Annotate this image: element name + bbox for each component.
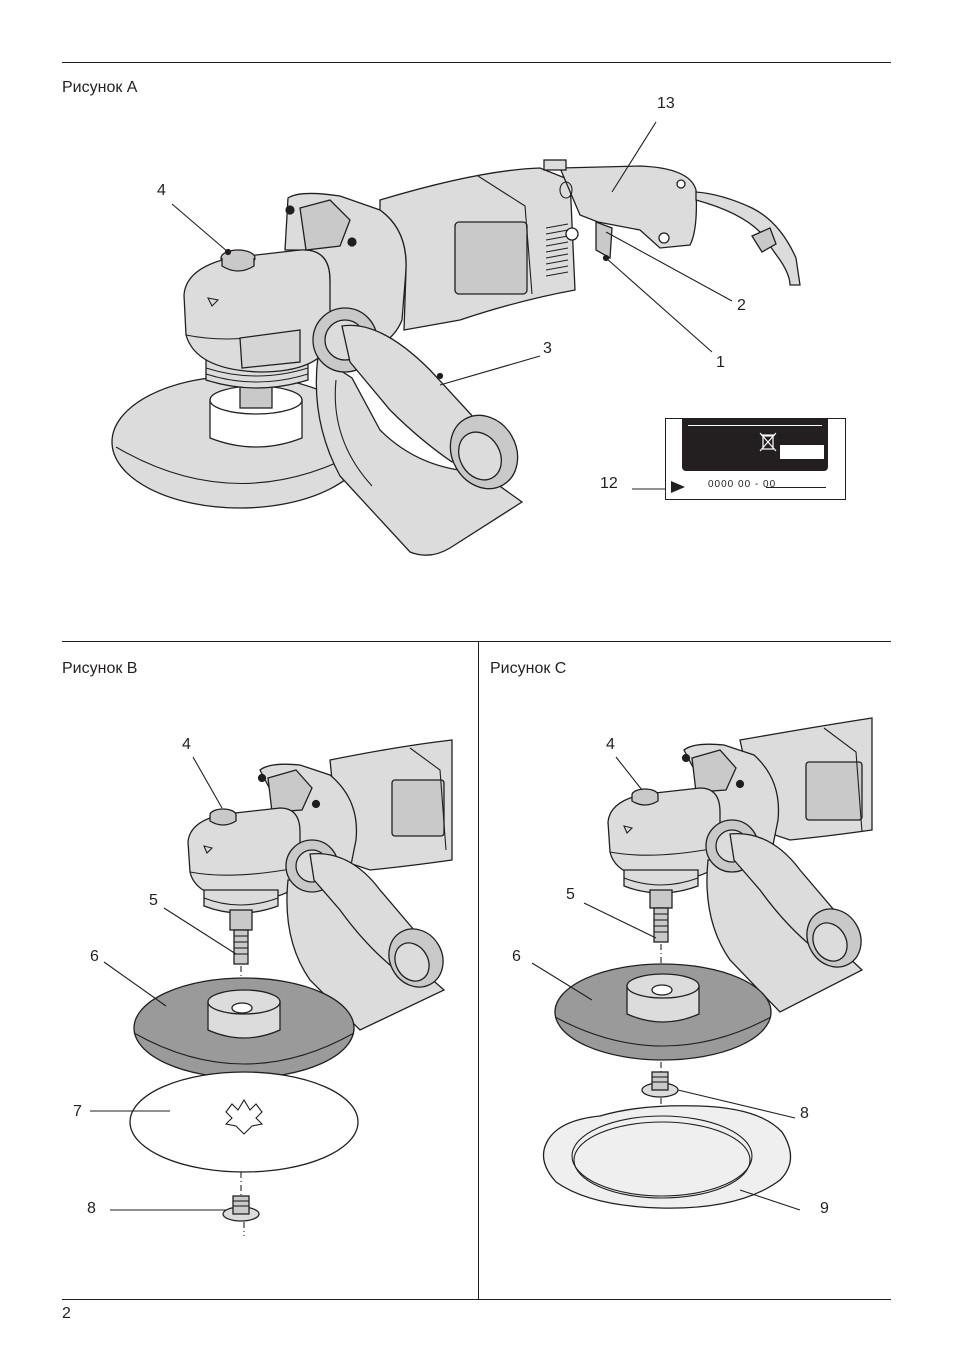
arrow-pointer-icon [671,481,685,493]
figure-a-illustration [111,121,801,556]
callout-b6: 6 [90,948,99,965]
crossed-out-wheelie-bin-icon [759,432,777,452]
bottom-rule [62,1299,891,1300]
callout-c8: 8 [800,1105,809,1122]
callout-2: 2 [737,297,746,314]
callout-b8: 8 [87,1200,96,1217]
rating-plate-inset: 0000 00 - 00 [665,418,846,500]
callout-b5: 5 [149,892,158,909]
callout-4: 4 [157,182,166,199]
callout-c9: 9 [820,1200,829,1217]
figure-c-title: Рисунок C [490,660,567,677]
callout-c5: 5 [566,886,575,903]
vertical-divider [478,641,479,1299]
callout-1: 1 [716,354,725,371]
page-number: 2 [62,1305,71,1322]
callout-c6: 6 [512,948,521,965]
figure-b-title: Рисунок B [62,660,138,677]
callout-13: 13 [657,95,675,112]
callout-12: 12 [600,475,618,492]
callout-3: 3 [543,340,552,357]
top-rule [62,62,891,63]
callout-b7: 7 [73,1103,82,1120]
rating-plate-serial: 0000 00 - 00 [708,479,777,490]
middle-rule [62,641,891,642]
callout-c4: 4 [606,736,615,753]
rating-plate-dark-area [682,419,828,471]
figure-a-title: Рисунок A [62,79,138,96]
callout-b4: 4 [182,736,191,753]
